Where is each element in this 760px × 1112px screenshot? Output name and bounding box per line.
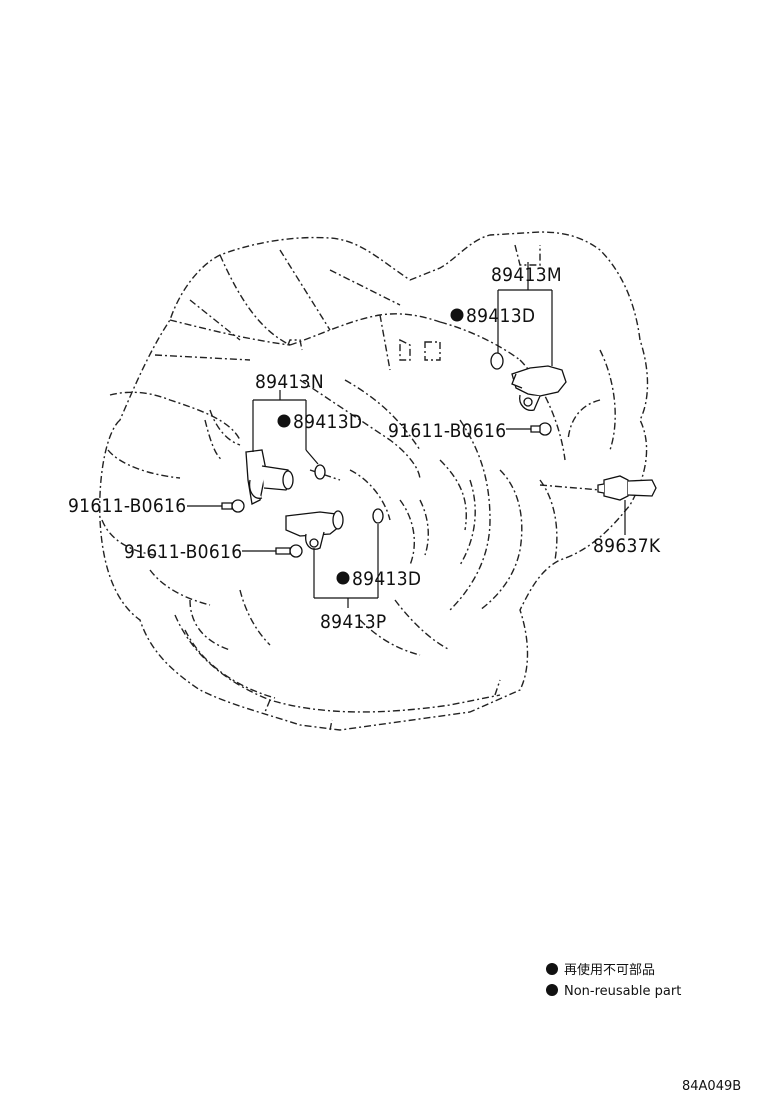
bolt-91611-left-top (221, 499, 245, 513)
label-89413N: 89413N (255, 371, 324, 393)
bolt-91611-left-bottom (275, 544, 303, 558)
speed-sensor-89413P (285, 510, 344, 550)
speed-sensor-89413N (245, 449, 294, 505)
non-reusable-dot (277, 414, 291, 428)
legend-en: Non-reusable part (564, 984, 681, 999)
non-reusable-dot (336, 571, 350, 585)
label-89413D-mid: 89413D (293, 411, 362, 433)
o-ring-89413D-low (372, 508, 384, 524)
diagram-code: 84A049B (682, 1079, 741, 1094)
legend-dot-en (546, 984, 558, 996)
o-ring-89413D-mid (314, 464, 326, 480)
leader-lines (187, 262, 626, 608)
legend-dot-jp (546, 963, 558, 975)
legend-jp: 再使用不可部品 (564, 962, 655, 978)
bolt-91611-right (530, 422, 552, 436)
part-labels: 89413M 89413D 89413N 89413D 91611-B0616 … (68, 264, 661, 633)
o-ring-89413D-top (490, 352, 504, 370)
label-89413P: 89413P (320, 611, 386, 633)
label-91611-left-top: 91611-B0616 (68, 495, 186, 517)
label-91611-right: 91611-B0616 (388, 420, 506, 442)
non-reusable-dot (450, 308, 464, 322)
speed-sensor-89413M (511, 365, 567, 411)
transmission-housing (99, 231, 649, 731)
label-89413M: 89413M (491, 264, 562, 286)
pressure-sensor-89637K (597, 475, 657, 501)
label-91611-left-bottom: 91611-B0616 (124, 541, 242, 563)
label-89637K: 89637K (593, 535, 661, 557)
legend: 再使用不可部品 Non-reusable part (546, 962, 681, 999)
label-89413D-low: 89413D (352, 568, 421, 590)
label-89413D-top: 89413D (466, 305, 535, 327)
